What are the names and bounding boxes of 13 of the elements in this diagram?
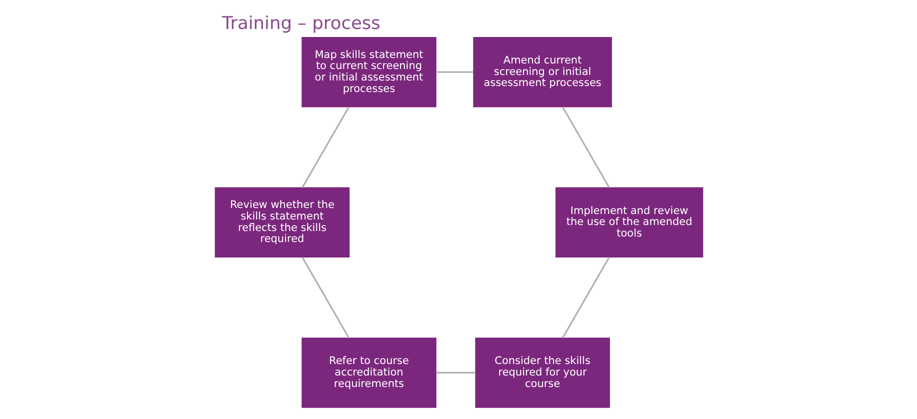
- connector: [561, 106, 610, 188]
- node-box: Review whether the skills statement reflects the skills required: [214, 187, 350, 258]
- node-box: Amend current screening or initial assessment processes: [472, 37, 612, 108]
- connector: [562, 256, 610, 338]
- node-box: Map skills statement to current screening or initial assessment processes: [301, 37, 436, 108]
- connector: [301, 106, 350, 188]
- connector: [436, 372, 475, 374]
- node-box: Consider the skills required for your course: [474, 338, 610, 408]
- diagram-title: Training – process: [221, 14, 380, 34]
- node-box: Implement and review the use of the amended tools: [554, 187, 703, 258]
- connector: [436, 71, 473, 73]
- connector: [301, 256, 350, 338]
- node-box: Refer to course accreditation requirements: [301, 338, 436, 408]
